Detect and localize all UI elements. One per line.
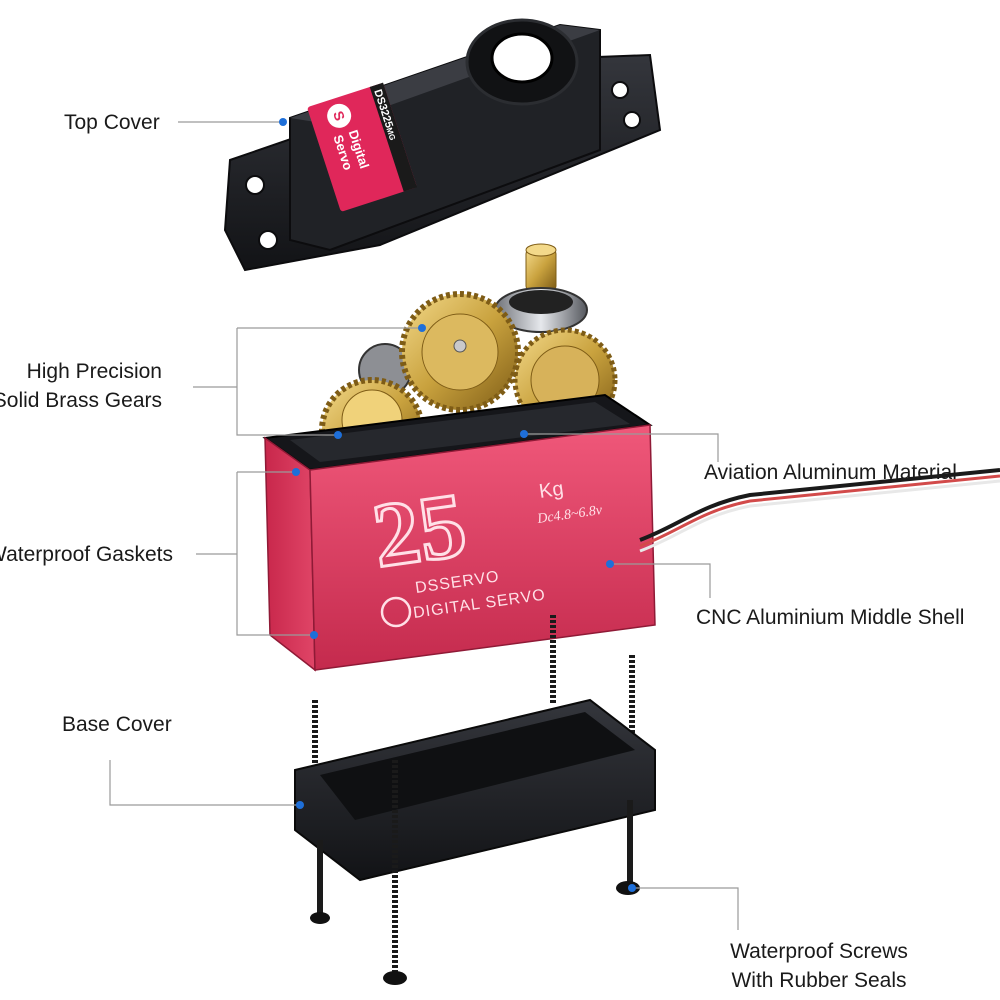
leader-cnc — [610, 563, 711, 598]
label-brass-gears: High Precision Solid Brass Gears — [0, 357, 162, 415]
callout-dots — [279, 118, 636, 892]
callout-dot — [606, 560, 614, 568]
base-cover-assembly — [294, 615, 656, 985]
sticker-logo-icon — [327, 103, 352, 128]
leader-aviation — [524, 433, 719, 462]
label-waterproof-screws: Waterproof Screws With Rubber Seals — [713, 937, 925, 995]
rubber-seal — [310, 912, 330, 924]
label-waterproof-gaskets: Waterproof Gaskets — [0, 543, 173, 566]
callout-dot — [628, 884, 636, 892]
gasket-inner — [290, 402, 630, 462]
mount-hole — [245, 175, 265, 195]
brand-logo-icon — [380, 596, 412, 628]
servo-cable — [639, 479, 1000, 553]
shell-front-face — [309, 424, 656, 671]
sticker-strip — [369, 82, 418, 192]
label-base-cover: Base Cover — [62, 713, 172, 736]
callout-dot — [296, 801, 304, 809]
mount-hole — [258, 230, 278, 250]
mount-hole — [623, 111, 641, 129]
middle-shell: 25 Kg Dc4.8~6.8v DSSERVO DIGITAL SERVO — [262, 393, 1000, 672]
torque-unit: Kg — [538, 478, 565, 503]
servo-cable — [639, 468, 1000, 542]
top-cover: S DS3225MG Digital Servo — [223, 18, 662, 272]
leader-base-cover — [109, 760, 300, 806]
output-hole — [490, 32, 554, 84]
callout-dot — [520, 430, 528, 438]
leader-gaskets — [236, 472, 314, 636]
leader-screws — [632, 887, 739, 930]
torque-number: 25 — [367, 473, 472, 587]
label-waterproof-screws-line2: With Rubber Seals — [731, 969, 907, 992]
base-cover-cavity — [320, 712, 635, 820]
output-spline-top — [525, 243, 557, 257]
callout-dot — [334, 431, 342, 439]
gear-shaft — [453, 339, 467, 353]
label-brass-gears-line1: High Precision — [26, 360, 162, 383]
sticker-suffix: MG — [385, 126, 398, 141]
label-top-cover: Top Cover — [64, 111, 160, 134]
callout-dot — [310, 631, 318, 639]
top-cover-sticker: S DS3225MG Digital Servo — [307, 82, 418, 212]
rubber-seal — [383, 971, 407, 985]
label-waterproof-screws-line1: Waterproof Screws — [730, 940, 908, 963]
label-cnc-middle-shell: CNC Aluminium Middle Shell — [696, 606, 965, 629]
leader-gears — [236, 328, 338, 436]
leader-lines — [109, 121, 739, 930]
callout-dot — [292, 468, 300, 476]
mount-hole — [611, 81, 629, 99]
label-aviation-aluminum: Aviation Aluminum Material — [704, 461, 957, 484]
callout-dot — [418, 324, 426, 332]
callout-dot — [279, 118, 287, 126]
label-brass-gears-line2: Solid Brass Gears — [0, 389, 162, 412]
ball-bearing-inner — [509, 290, 573, 314]
servo-cable — [639, 474, 1000, 548]
